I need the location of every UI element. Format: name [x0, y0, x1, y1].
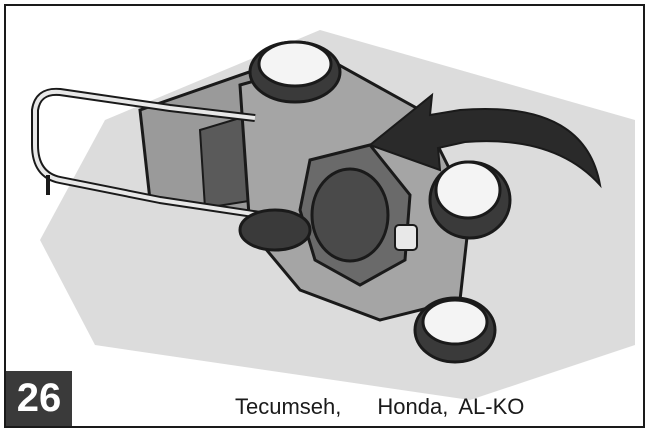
wheel-bottom [413, 296, 497, 364]
brand-caption: Tecumseh, Honda, AL-KO [235, 394, 524, 426]
wheel-right [428, 160, 512, 240]
wheel-top [248, 40, 342, 104]
rotate-arrow-icon [367, 92, 602, 189]
fuel-cap [394, 224, 418, 251]
brand-label-alko: AL-KO [458, 394, 525, 419]
brand-label-tecumseh: Tecumseh, [235, 394, 342, 419]
engine-top [310, 167, 390, 263]
wheel-left [238, 208, 312, 252]
step-number-badge: 26 [6, 371, 72, 426]
brand-label-honda: Honda, [377, 394, 449, 419]
